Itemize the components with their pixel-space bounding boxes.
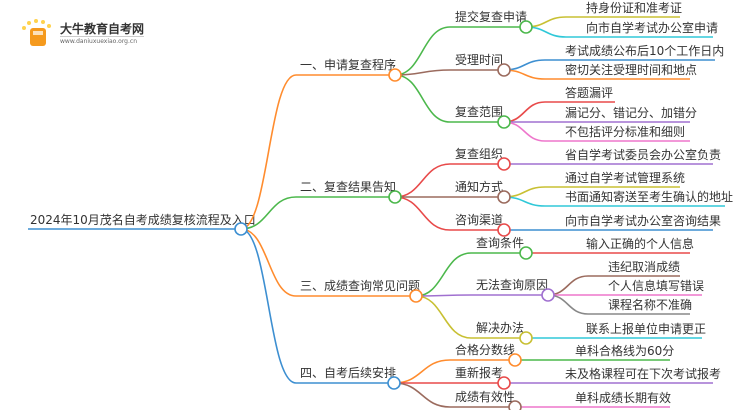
subtopic-node-circle bbox=[508, 400, 522, 410]
branch-topic: 四、自考后续安排 bbox=[300, 365, 396, 380]
leaf-topic: 单科合格线为60分 bbox=[575, 343, 674, 358]
leaf-topic: 省自学考试委员会办公室负责 bbox=[565, 147, 721, 162]
subtopic-node-circle bbox=[497, 63, 511, 77]
subtopic: 合格分数线 bbox=[455, 342, 515, 357]
branch-topic: 一、申请复查程序 bbox=[300, 57, 396, 72]
logo-url: www.daniuxuexiao.org.cn bbox=[60, 36, 145, 46]
branch-node-circle bbox=[388, 190, 402, 204]
leaf-topic: 漏记分、错记分、加错分 bbox=[565, 106, 697, 120]
subtopic-connector bbox=[394, 74, 504, 123]
subtopic-node-circle bbox=[519, 331, 533, 345]
branch-connector bbox=[240, 74, 395, 230]
branch-connector bbox=[240, 228, 416, 297]
subtopic-node-circle bbox=[519, 20, 533, 34]
subtopic: 复查范围 bbox=[455, 105, 503, 119]
leaf-topic: 密切关注受理时间和地点 bbox=[565, 62, 697, 77]
branch-topic: 二、复查结果告知 bbox=[300, 180, 396, 194]
leaf-topic: 不包括评分标准和细则 bbox=[565, 124, 685, 139]
subtopic-connector bbox=[415, 294, 548, 297]
leaf-topic: 答题漏评 bbox=[565, 85, 613, 100]
subtopic-connector bbox=[394, 69, 504, 76]
subtopic-node-circle bbox=[497, 115, 511, 129]
branch-node-circle bbox=[388, 68, 402, 82]
leaf-topic: 个人信息填写错误 bbox=[608, 278, 704, 293]
leaf-topic: 书面通知寄送至考生确认的地址 bbox=[565, 189, 733, 204]
subtopic: 咨询渠道 bbox=[455, 212, 503, 227]
leaf-topic: 向市自学考试办公室申请 bbox=[586, 20, 718, 35]
subtopic-connector bbox=[394, 26, 526, 76]
branch-node-circle bbox=[387, 376, 401, 390]
subtopic: 提交复查申请 bbox=[455, 9, 527, 24]
subtopic-connector bbox=[394, 196, 504, 231]
leaf-topic: 通过自学考试管理系统 bbox=[565, 170, 685, 185]
leaf-topic: 持身份证和准考证 bbox=[586, 0, 682, 15]
subtopic: 解决办法 bbox=[476, 320, 524, 335]
subtopic-node-circle bbox=[541, 288, 555, 302]
subtopic: 重新报考 bbox=[455, 365, 503, 380]
leaf-topic: 向市自学考试办公室咨询结果 bbox=[565, 213, 721, 228]
subtopic-node-circle bbox=[497, 376, 511, 390]
leaf-topic: 课程名称不准确 bbox=[608, 297, 692, 312]
branch-topic: 三、成绩查询常见问题 bbox=[300, 279, 420, 293]
subtopic: 成绩有效性 bbox=[455, 389, 515, 404]
subtopic-node-circle bbox=[508, 353, 522, 367]
leaf-topic: 输入正确的个人信息 bbox=[586, 236, 694, 251]
branch-connector bbox=[240, 196, 395, 230]
subtopic-connector bbox=[415, 295, 526, 339]
book-logo-icon bbox=[22, 19, 51, 46]
subtopic: 受理时间 bbox=[455, 53, 503, 67]
leaf-topic: 未及格课程可在下次考试报考 bbox=[565, 366, 721, 381]
subtopic: 复查组织 bbox=[455, 147, 503, 161]
branch-node-circle bbox=[409, 289, 423, 303]
leaf-topic: 单科成绩长期有效 bbox=[575, 390, 671, 405]
leaf-topic: 违纪取消成绩 bbox=[608, 260, 680, 274]
subtopic: 查询条件 bbox=[476, 236, 524, 250]
leaf-topic: 考试成绩公布后10个工作日内 bbox=[565, 43, 724, 58]
subtopic-node-circle bbox=[519, 246, 533, 260]
logo: 大牛教育自考网 www.daniuxuexiao.org.cn bbox=[20, 18, 145, 50]
root-topic: 2024年10月茂名自考成绩复核流程及入口 bbox=[30, 212, 256, 227]
subtopic-node-circle bbox=[497, 190, 511, 204]
subtopic-connector bbox=[393, 382, 515, 408]
subtopic-connector bbox=[394, 163, 504, 198]
subtopic: 无法查询原因 bbox=[476, 278, 548, 292]
subtopic-node-circle bbox=[497, 157, 511, 171]
logo-title: 大牛教育自考网 bbox=[60, 22, 145, 36]
leaf-topic: 联系上报单位申请更正 bbox=[586, 321, 706, 336]
subtopic-connector bbox=[415, 252, 526, 297]
subtopic-node-circle bbox=[497, 223, 511, 237]
branch-connector bbox=[240, 228, 394, 384]
root-node-circle bbox=[234, 222, 248, 236]
subtopic: 通知方式 bbox=[455, 179, 503, 194]
